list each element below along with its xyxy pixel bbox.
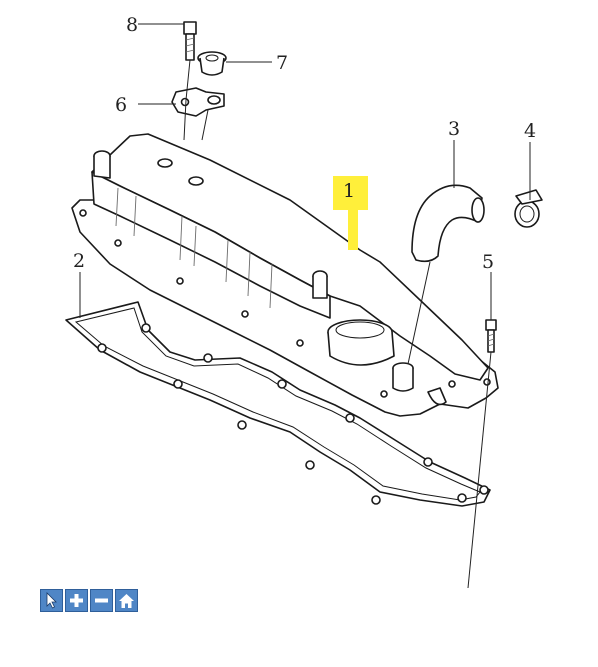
diagram-toolbar (40, 589, 138, 612)
part-breather-hose[interactable] (411, 184, 485, 263)
callout-6[interactable]: 6 (115, 94, 127, 116)
zoom-out-icon (95, 598, 108, 603)
callout-1[interactable]: 1 (343, 180, 355, 202)
part-valve-cover[interactable] (71, 133, 499, 417)
part-bracket[interactable] (171, 87, 225, 117)
zoom-in-button[interactable] (65, 589, 88, 612)
callout-7[interactable]: 7 (276, 52, 288, 74)
pointer-icon (46, 592, 57, 609)
pointer-button[interactable] (40, 589, 63, 612)
part-hose-clamp[interactable] (514, 189, 543, 228)
callout-1-leader-highlight (348, 204, 358, 250)
cover-flange-holes (79, 209, 491, 398)
callout-5[interactable]: 5 (482, 251, 494, 273)
leader-lines (79, 23, 531, 589)
home-button[interactable] (115, 589, 138, 612)
zoom-in-icon (70, 594, 83, 607)
part-grommet[interactable] (197, 51, 227, 76)
callout-4[interactable]: 4 (524, 120, 536, 142)
home-icon (119, 593, 134, 608)
gasket-holes (97, 323, 489, 505)
part-bolt-8[interactable] (183, 21, 197, 61)
callout-8[interactable]: 8 (126, 14, 138, 36)
part-bolt-5[interactable] (485, 319, 497, 353)
part-gasket[interactable] (65, 301, 491, 507)
callout-2[interactable]: 2 (73, 250, 85, 272)
callout-3[interactable]: 3 (448, 118, 460, 140)
zoom-out-button[interactable] (90, 589, 113, 612)
